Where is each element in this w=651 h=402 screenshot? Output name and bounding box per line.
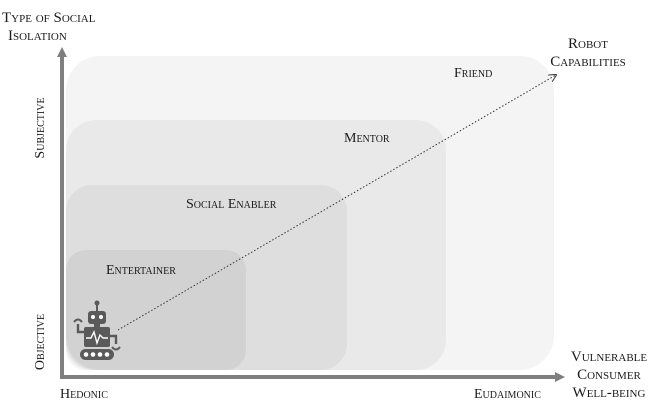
mentor-region <box>66 120 446 370</box>
friend-region <box>66 56 554 370</box>
capabilities-arrow <box>117 75 556 331</box>
y-axis-top-label: Subjective <box>33 97 48 158</box>
role-friend: Friend <box>454 66 492 81</box>
x-axis-right-label: Eudaimonic <box>474 387 541 402</box>
role-mentor: Mentor <box>344 131 390 146</box>
capabilities-title-line2: Capabilities <box>550 54 626 70</box>
x-axis-title-line1: Vulnerable <box>571 349 647 365</box>
capabilities-title-line1: Robot <box>568 36 608 52</box>
social-enabler-region <box>66 185 347 370</box>
role-entertainer: Entertainer <box>106 263 176 278</box>
x-axis-title-line3: Well-being <box>573 385 646 401</box>
y-axis-bottom-label: Objective <box>33 314 48 370</box>
robot-icon <box>73 300 121 360</box>
x-axis-title-line2: Consumer <box>577 367 641 383</box>
y-axis-title-line1: Type of Social <box>2 10 96 26</box>
y-axis-title-line2: Isolation <box>8 28 67 44</box>
entertainer-region <box>66 250 246 370</box>
role-social-enabler: Social Enabler <box>186 197 277 212</box>
x-axis-left-label: Hedonic <box>60 387 108 402</box>
